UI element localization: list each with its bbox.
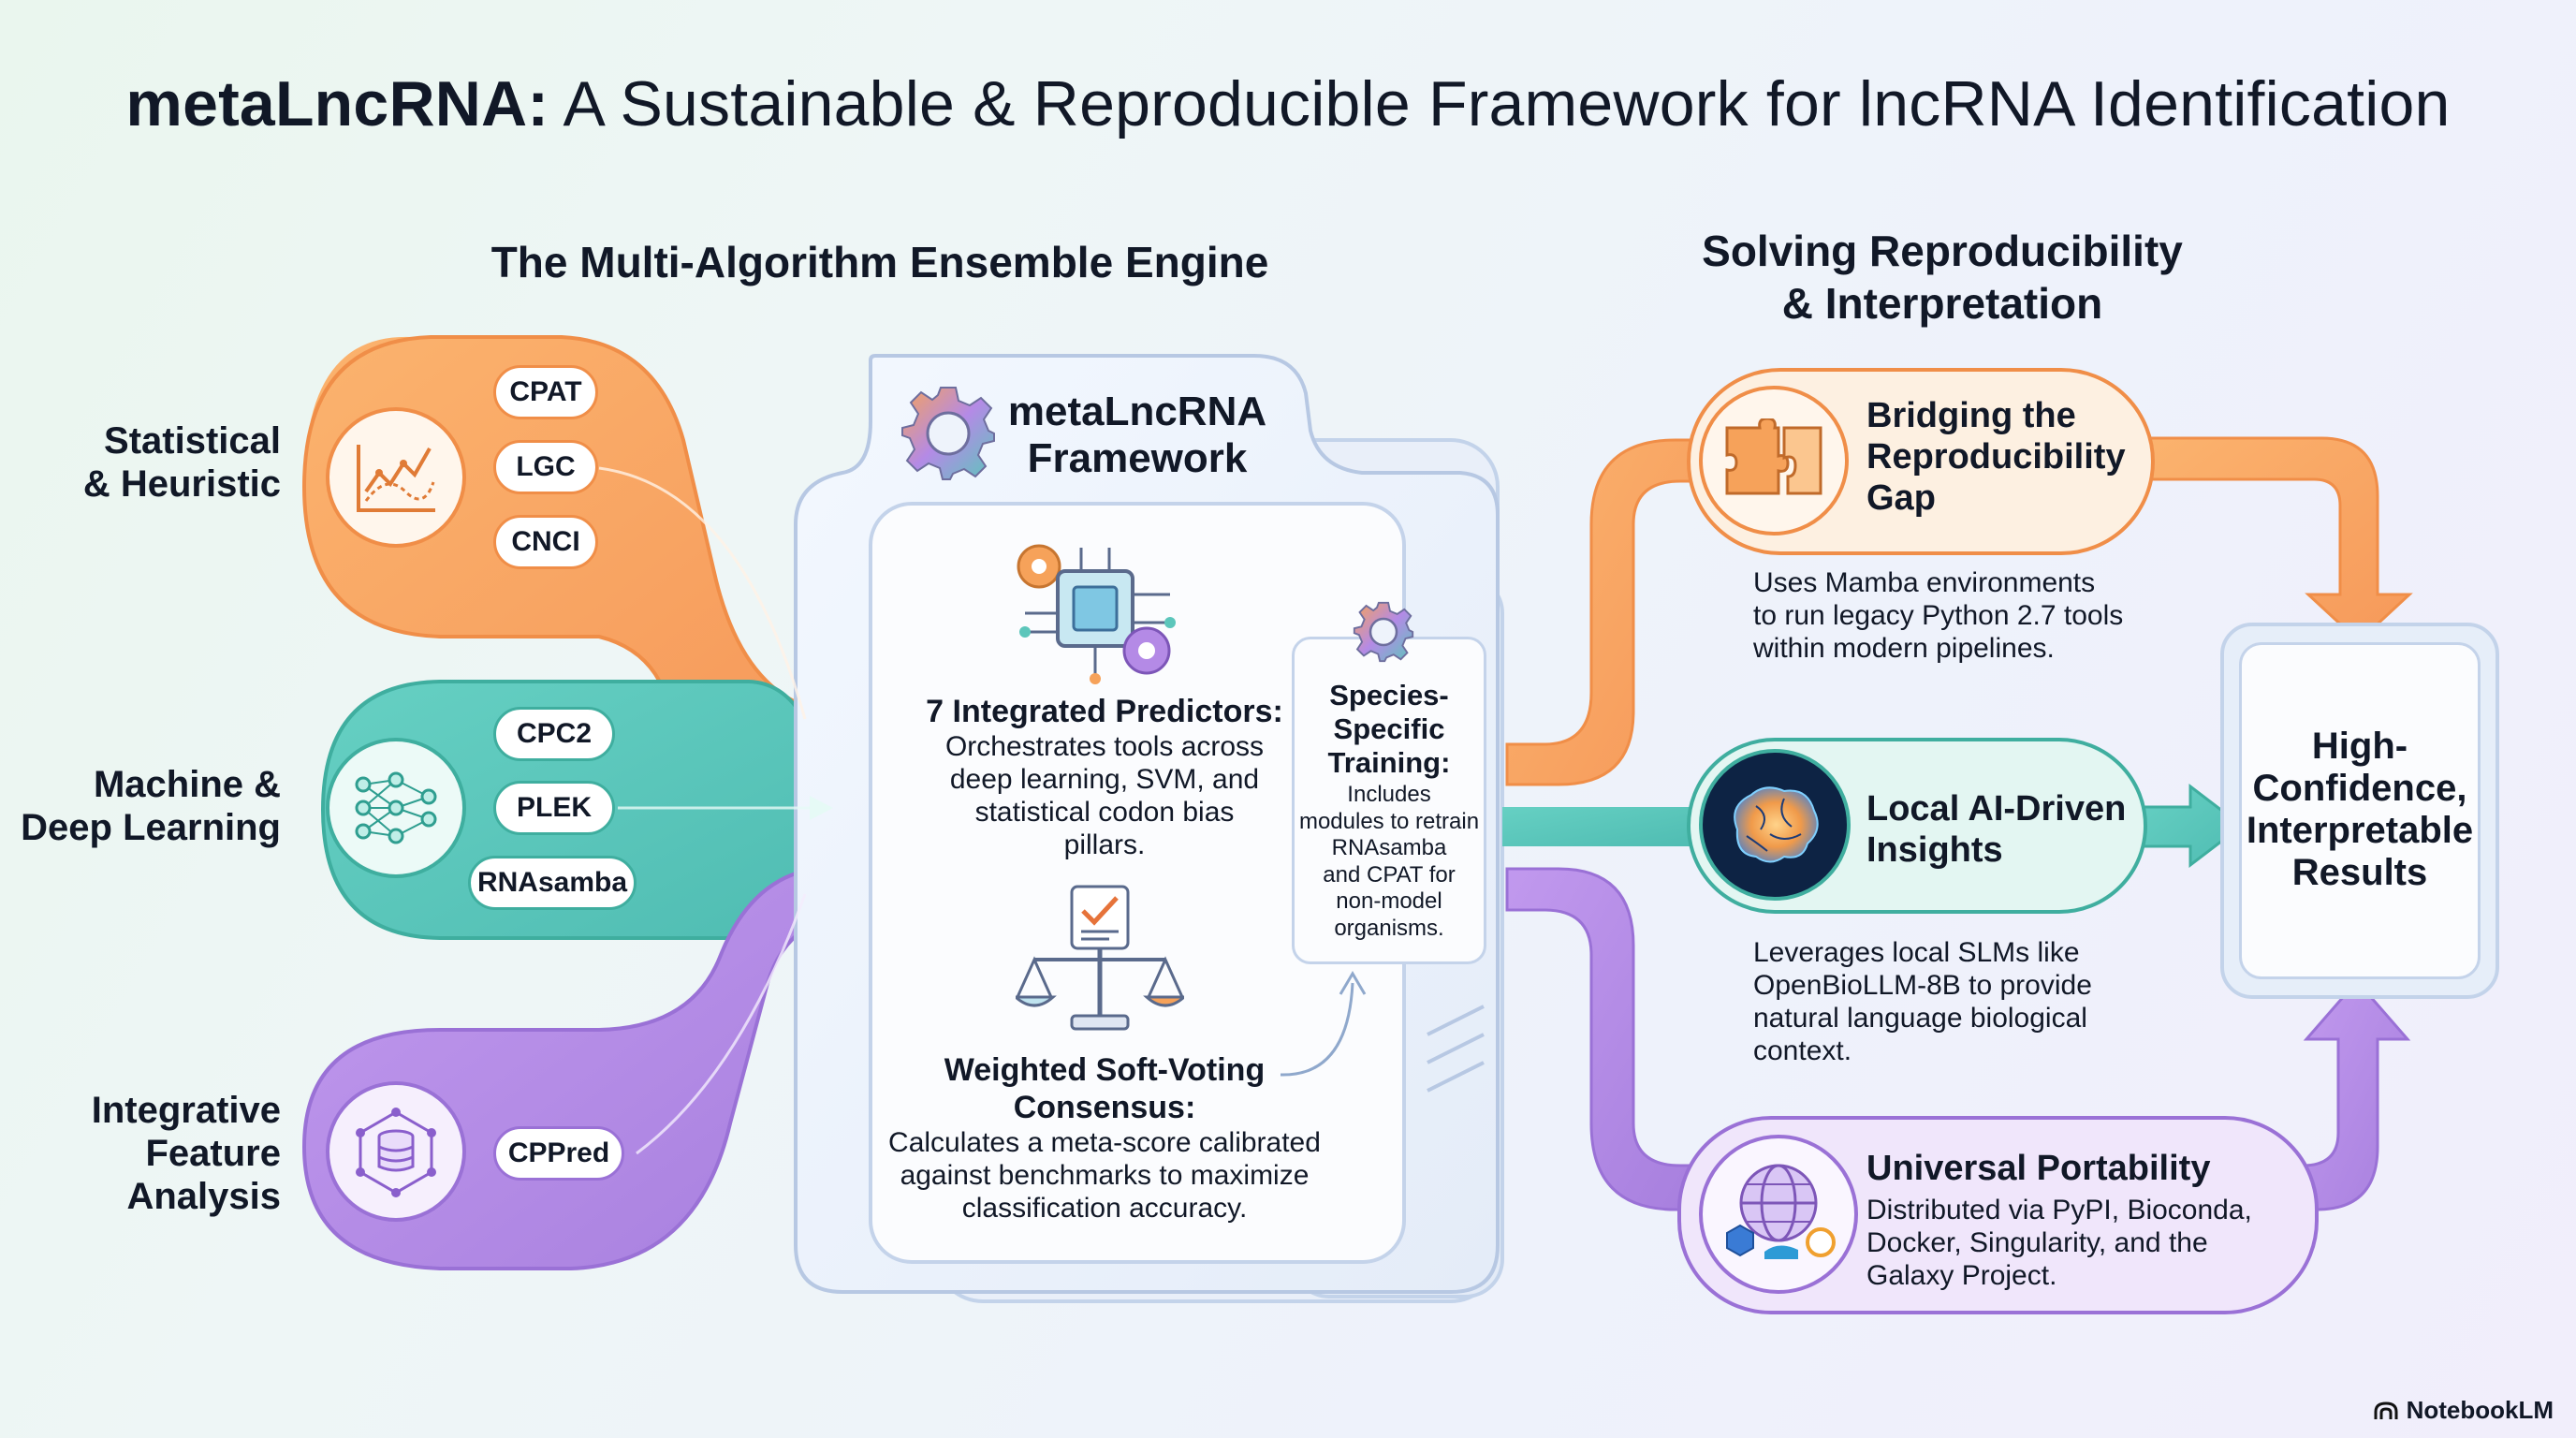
bridging-to-result-arrow [2142, 436, 2413, 644]
result-inner-box [2239, 642, 2481, 979]
balance-scale-icon [1012, 885, 1188, 1034]
neural-network-icon [326, 738, 466, 878]
species-training-card [1292, 637, 1486, 964]
portability-to-result-arrow [2301, 978, 2411, 1211]
side-card-hatch [1427, 1005, 1485, 1093]
category-label-statistical: Statistical& Heuristic [82, 420, 281, 505]
puzzle-icon [1699, 386, 1849, 536]
lgc-connector [598, 466, 807, 720]
insights-flow-band [1502, 807, 1699, 846]
small-gear-icon [1351, 599, 1416, 665]
ensemble-engine-heading: The Multi-Algorithm Ensemble Engine [490, 238, 1269, 286]
notebooklm-logo-icon [2374, 1401, 2398, 1419]
ai-brain-icon [1699, 749, 1851, 901]
globe-icon [1699, 1135, 1858, 1294]
page-title: metaLncRNA: A Sustainable & Reproducible… [125, 68, 2451, 139]
insights-to-result-arrow [2142, 783, 2245, 869]
tool-pill-cppred: CPPred [493, 1126, 624, 1181]
gear-icon [897, 382, 1000, 485]
tool-pill-plek: PLEK [493, 781, 615, 835]
portability-title: Universal Portability [1866, 1149, 2211, 1188]
reproducibility-heading: Solving Reproducibility & Interpretation [1702, 227, 2183, 328]
category-label-ml: Machine &Deep Learning [21, 764, 281, 848]
chart-icon [326, 407, 466, 548]
bridging-flow-band [1505, 438, 1696, 786]
notebooklm-watermark: NotebookLM [2373, 1396, 2554, 1425]
cppred-connector [636, 893, 807, 1155]
voting-to-species-arrowhead [1339, 971, 1367, 995]
voting-to-species-arrow [1280, 982, 1354, 1077]
predictors-title: 7 Integrated Predictors: [926, 694, 1283, 729]
tool-pill-lgc: LGC [493, 440, 598, 494]
portability-flow-band [1505, 867, 1696, 1211]
tool-pill-cpat: CPAT [493, 365, 598, 419]
ml-arrowhead [810, 796, 833, 820]
tool-pill-cnci: CNCI [493, 515, 598, 569]
processor-gears-icon [1006, 529, 1184, 688]
tool-pill-rnasamba: RNAsamba [468, 856, 637, 910]
tool-pill-cpc2: CPC2 [493, 707, 615, 761]
portability-body: Distributed via PyPI, Bioconda,Docker, S… [1866, 1195, 2252, 1291]
database-network-icon [326, 1081, 466, 1222]
predictors-block: 7 Integrated Predictors: Orchestrates to… [889, 693, 1320, 861]
